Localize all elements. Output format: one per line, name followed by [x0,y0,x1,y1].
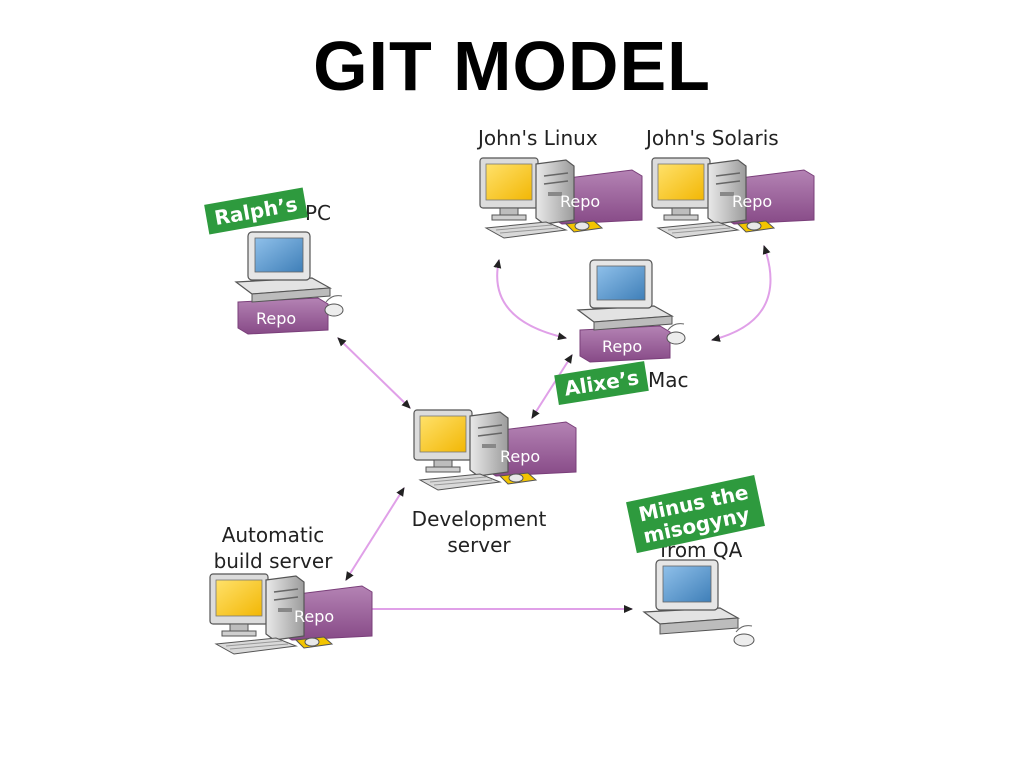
label-dev-server-line1: Development [411,507,547,531]
label-dev-server: Development server [404,506,554,558]
repo-label: Repo [500,447,540,466]
node-johns-linux: Repo [479,157,643,239]
arrow-solaris-mac [711,245,772,342]
arrow-mac-dev [531,354,573,419]
label-alixes-mac: Mac [648,368,689,392]
page-title: GIT MODEL [313,27,711,105]
node-johns-solaris: Repo [651,157,815,239]
node-dev-server: Repo [413,409,577,491]
node-ralphs-pc: Repo [235,231,344,335]
label-build-server-line2: build server [213,549,333,573]
repo-label: Repo [732,192,772,211]
node-qa [643,559,755,647]
arrow-ralph-dev [337,337,411,409]
repo-label: Repo [256,309,296,328]
repo-label: Repo [294,607,334,626]
connections [337,245,772,613]
repo-label: Repo [560,192,600,211]
arrow-linux-mac [493,259,567,341]
label-dev-server-line2: server [447,533,511,557]
workstation-computer-icon [413,409,577,491]
label-build-server: Automatic build server [198,522,348,574]
label-johns-linux: John's Linux [478,126,598,150]
workstation-computer-icon [209,573,373,655]
desktop-computer-icon [643,559,755,647]
node-build-server: Repo [209,573,373,655]
node-alixes-mac: Repo [577,259,686,363]
arrow-dev-build [345,487,405,581]
label-johns-solaris: John's Solaris [646,126,779,150]
label-build-server-line1: Automatic [221,523,325,547]
repo-label: Repo [602,337,642,356]
label-ralphs-pc: PC [305,201,332,225]
